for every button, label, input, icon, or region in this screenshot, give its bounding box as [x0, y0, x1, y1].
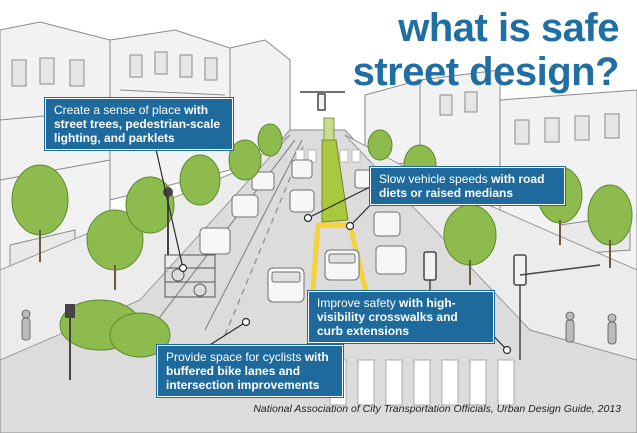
callout-speed-lead: Slow vehicle speeds [379, 172, 492, 186]
callout-improve-safety: Improve safety with high-visibility cros… [308, 291, 494, 343]
callout-leaders [154, 144, 512, 355]
callout-sense-of-place: Create a sense of place with street tree… [45, 98, 233, 150]
pedestrians [21, 309, 617, 345]
callout-speed-detail: with road diets or raised medians [379, 172, 545, 200]
callout-place-detail: with street trees, pedestrian-scale ligh… [54, 103, 221, 145]
parklet [164, 254, 216, 298]
callout-cyclists: Provide space for cyclists with buffered… [157, 345, 343, 397]
callout-safety-lead: Improve safety [317, 296, 400, 310]
callout-safety-detail: with high-visibility crosswalks and curb… [317, 296, 458, 338]
title-line-2: street design? [352, 50, 620, 94]
callout-slow-speeds: Slow vehicle speeds with road diets or r… [370, 167, 565, 205]
callout-cyclists-detail: with buffered bike lanes and intersectio… [166, 350, 329, 392]
source-caption: National Association of City Transportat… [253, 403, 621, 415]
tree-trunks [39, 220, 611, 290]
title-line-1: what is safe [398, 6, 619, 50]
callout-cyclists-lead: Provide space for cyclists [166, 350, 305, 364]
callout-place-lead: Create a sense of place [54, 103, 185, 117]
crosswalk-near [329, 359, 515, 406]
